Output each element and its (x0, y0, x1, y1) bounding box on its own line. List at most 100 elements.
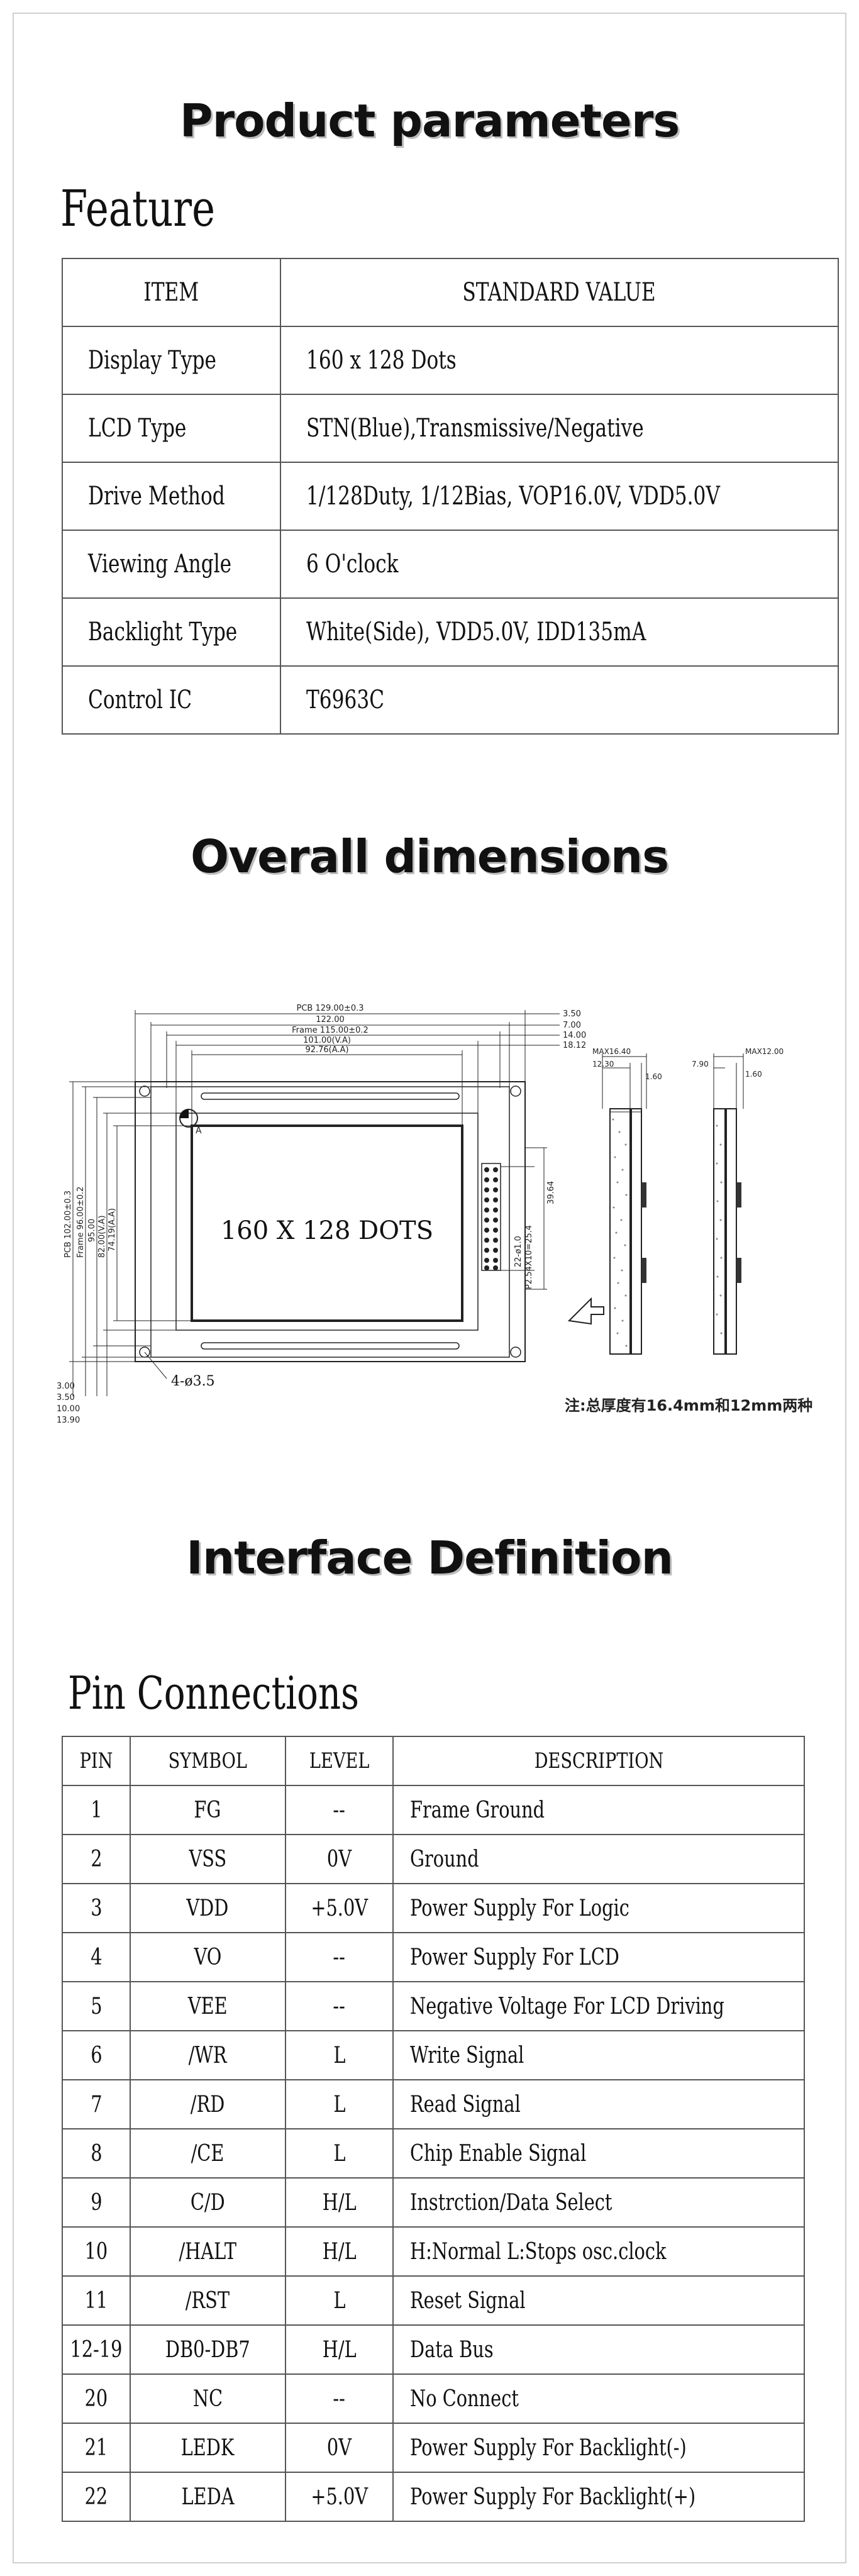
thickness-note: 注:总厚度有16.4mm和12mm两种 (565, 1397, 813, 1414)
feature-value: White(Side), VDD5.0V, IDD135mA (280, 597, 839, 667)
pin-number: 22 (62, 2472, 131, 2522)
feature-col-value: STANDARD VALUE (280, 258, 839, 327)
pin-description: Negative Voltage For LCD Driving (392, 1981, 805, 2031)
dim-b1000: 10.00 (57, 1404, 80, 1414)
dim-aa-height: 74.19(A.A) (108, 1208, 117, 1252)
pin-header-row: PIN SYMBOL LEVEL DESCRIPTION (62, 1736, 805, 1786)
viewing-area (175, 1113, 479, 1331)
feature-item: Drive Method (61, 462, 282, 531)
pin-number: 4 (62, 1932, 131, 1982)
pin-description: Instrction/Data Select (392, 2177, 805, 2228)
pin-col-symbol: SYMBOL (129, 1736, 286, 1786)
pin-symbol: /WR (129, 2030, 286, 2080)
pin-symbol: VEE (129, 1981, 286, 2031)
pcb-outline (135, 1081, 526, 1362)
pin-number: 6 (62, 2030, 131, 2080)
feature-value: T6963C (280, 665, 839, 735)
feature-item: Backlight Type (61, 597, 282, 667)
feature-value: STN(Blue),Transmissive/Negative (280, 394, 839, 463)
feature-item: Viewing Angle (61, 530, 282, 599)
pin-description: Power Supply For Backlight(+) (392, 2472, 805, 2522)
pin-description: Frame Ground (392, 1785, 805, 1835)
page-frame (13, 13, 846, 2563)
pin-number: 8 (62, 2128, 131, 2179)
pin-level: H/L (284, 2226, 394, 2277)
pin-number: 20 (62, 2373, 131, 2424)
feature-item: Control IC (61, 665, 282, 735)
dim-pcb-height: PCB 102.00±0.3 (64, 1191, 73, 1258)
pin-symbol: /HALT (129, 2226, 286, 2277)
dim-3964: 39.64 (546, 1181, 556, 1204)
frame-outline (150, 1086, 510, 1358)
pin-level: H/L (284, 2324, 394, 2375)
dim-160-a: 1.60 (645, 1072, 662, 1081)
pin-number: 21 (62, 2423, 131, 2473)
dim-pitch: P2.54X10=25.4 (524, 1225, 534, 1289)
pin-level: -- (284, 1932, 394, 1982)
product-parameters-heading: Product parameters (179, 94, 680, 147)
dim-b1390: 13.90 (57, 1416, 80, 1425)
dim-160-b: 1.60 (745, 1070, 762, 1079)
dim-pcb-width: PCB 129.00±0.3 (296, 1004, 363, 1013)
pin-connections-title: Pin Connections (68, 1667, 359, 1719)
pin-description: Ground (392, 1834, 805, 1884)
pin-description: H:Normal L:Stops osc.clock (392, 2226, 805, 2277)
pin-symbol: NC (129, 2373, 286, 2424)
pin-level: +5.0V (284, 2472, 394, 2522)
pin-description: Write Signal (392, 2030, 805, 2080)
pin-description: Reset Signal (392, 2275, 805, 2326)
pin-number: 5 (62, 1981, 131, 2031)
dim-max1200: MAX12.00 (745, 1047, 784, 1056)
pin-symbol: DB0-DB7 (129, 2324, 286, 2375)
pin-level: L (284, 2128, 394, 2179)
dim-holes: 4-ø3.5 (171, 1374, 215, 1389)
feature-item: Display Type (61, 326, 282, 395)
pin-level: 0V (284, 2423, 394, 2473)
feature-item: LCD Type (61, 394, 282, 463)
pin-description: Power Supply For Backlight(-) (392, 2423, 805, 2473)
feature-col-item: ITEM (61, 258, 282, 327)
feature-header-row: ITEM STANDARD VALUE (61, 258, 839, 327)
dim-frame-height: Frame 96.00±0.2 (76, 1187, 86, 1258)
pin-symbol: VDD (129, 1883, 286, 1933)
pin-symbol: LEDK (129, 2423, 286, 2473)
dim-1812: 18.12 (563, 1041, 586, 1050)
dim-max1640: MAX16.40 (592, 1047, 631, 1056)
mount-hole (139, 1085, 150, 1097)
feature-value: 6 O'clock (280, 530, 839, 599)
pin-level: -- (284, 1785, 394, 1835)
pin-col-description: DESCRIPTION (392, 1736, 805, 1786)
pin-symbol: VSS (129, 1834, 286, 1884)
dim-790: 7.90 (692, 1060, 709, 1069)
mount-hole (510, 1346, 521, 1358)
pin-symbol: /RD (129, 2079, 286, 2129)
dim-aa-width: 92.76(A.A) (305, 1045, 348, 1055)
pin-col-level: LEVEL (284, 1736, 394, 1786)
pin-number: 7 (62, 2079, 131, 2129)
pin-header (481, 1163, 501, 1271)
pin-number: 10 (62, 2226, 131, 2277)
dimension-drawing: A 160 X 128 DOTS PCB 129.00±0.3 122.0 (57, 1004, 784, 1425)
pin-number: 3 (62, 1883, 131, 1933)
pin-number: 1 (62, 1785, 131, 1835)
interface-definition-heading: Interface Definition (186, 1531, 673, 1584)
feature-value: 1/128Duty, 1/12Bias, VOP16.0V, VDD5.0V (280, 462, 839, 531)
side-view-thin (713, 1108, 741, 1355)
dim-1400: 14.00 (563, 1031, 586, 1040)
active-area (191, 1124, 463, 1322)
dim-pin-dia: 22-ø1.0 (514, 1236, 523, 1267)
pin-level: L (284, 2079, 394, 2129)
